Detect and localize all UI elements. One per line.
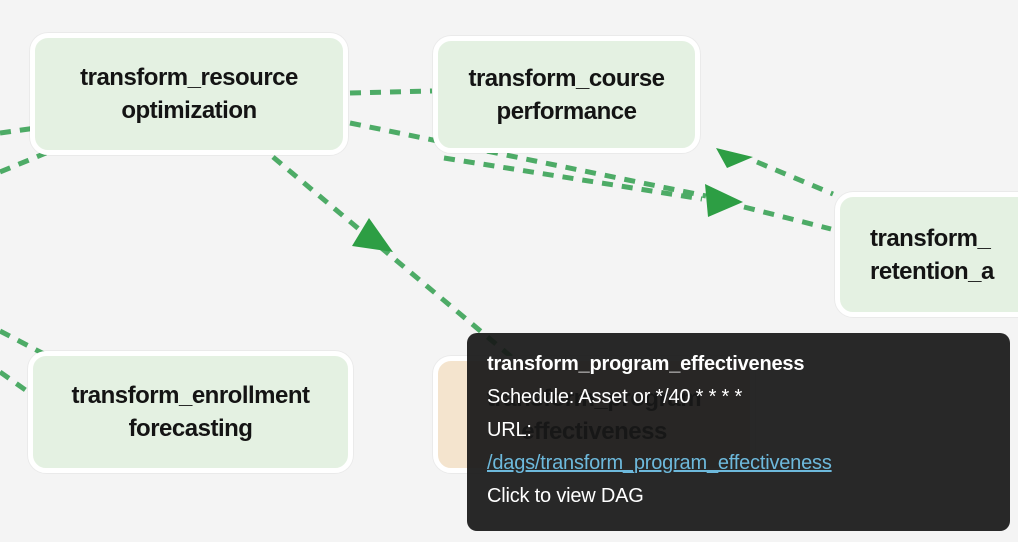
edge [271,155,517,362]
edge [349,88,433,96]
tooltip-url-label: URL: [487,419,532,441]
edge [0,150,47,175]
node-transform-enrollment-forecasting[interactable]: transform_enrollment forecasting [28,351,353,473]
node-hover-tooltip: transform_program_effectiveness Schedule… [467,333,1010,531]
edge [443,155,703,202]
node-transform-retention[interactable]: transform_ retention_a [835,192,1018,317]
node-label-line: transform_ [870,224,991,252]
node-transform-course-performance[interactable]: transform_course performance [433,36,700,153]
edges-layer [0,88,834,399]
tooltip-dag-link[interactable]: /dags/transform_program_effectiveness [487,452,832,474]
node-label-line: retention_a [870,257,994,285]
node-label-line: performance [496,97,637,125]
dag-graph-canvas: transform_resource optimization transfor… [0,0,1018,542]
arrowhead-icon [716,148,753,168]
node-label-line: optimization [121,97,257,124]
tooltip-action-hint: Click to view DAG [487,485,644,507]
node-label-line: transform_course [468,64,665,92]
edge [743,204,832,232]
edge [349,120,707,199]
tooltip-schedule: Schedule: Asset or */40 * * * * [487,386,743,408]
edge [756,159,834,197]
arrowhead-icon [352,218,393,252]
arrowhead-icon [705,184,743,217]
node-label-line: forecasting [128,415,253,442]
edge [0,369,36,399]
node-transform-resource-optimization[interactable]: transform_resource optimization [30,33,348,155]
edge [0,328,46,357]
node-label-line: transform_resource [80,64,298,91]
node-label-line: transform_enrollment [71,382,310,409]
tooltip-title: transform_program_effectiveness [487,353,805,375]
